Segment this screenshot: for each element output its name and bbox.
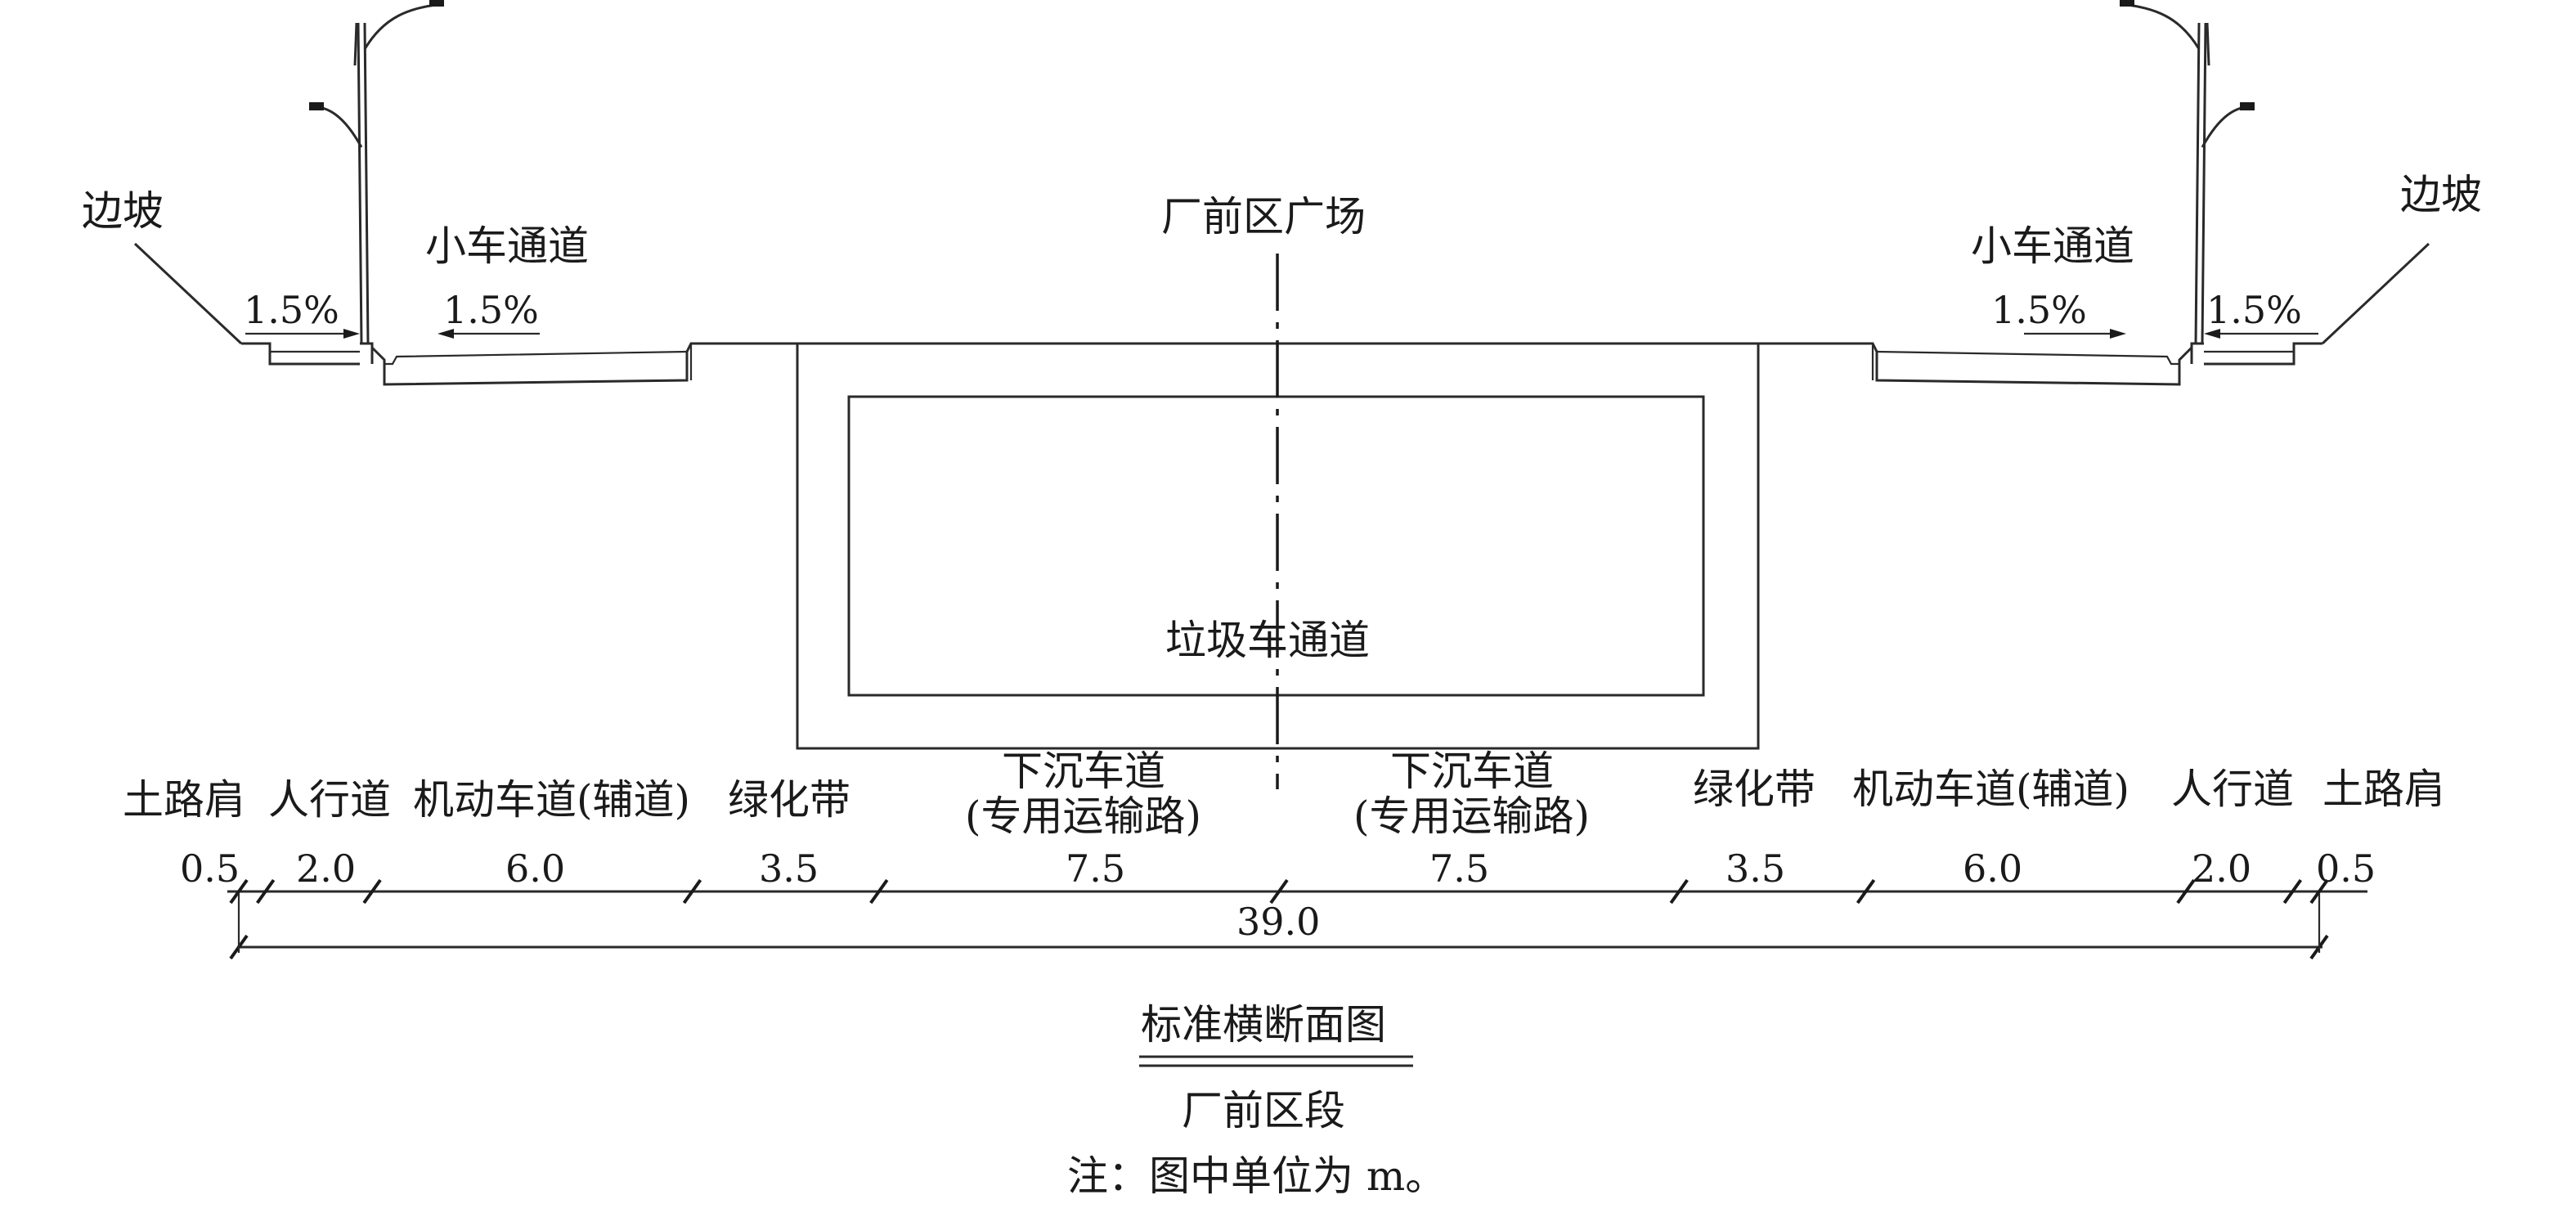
- section-name: 人行道: [2171, 766, 2294, 813]
- caption: 标准横断面图 厂前区段 注：图中单位为 m。: [1067, 1001, 1446, 1200]
- dim-width: 3.5: [1726, 846, 1785, 891]
- left-shoulder: [241, 342, 360, 366]
- dim-width: 3.5: [759, 846, 819, 891]
- right-sidewalk: [2190, 342, 2204, 364]
- dimension-tick: [2282, 878, 2303, 905]
- dimension-tick: [362, 878, 382, 905]
- total-dimension: 39.0: [229, 893, 2329, 960]
- grade-label-4: 1.5%: [2206, 288, 2302, 332]
- section-name: 绿化带: [1693, 766, 1815, 813]
- right-car-lane-outline: [1783, 342, 2193, 386]
- dimension-tick: [229, 878, 249, 905]
- tunnel-label: 垃圾车通道: [1165, 617, 1370, 664]
- section-names: 土路肩 人行道 机动车道(辅道) 绿化带 下沉车道 (专用运输路) 下沉车道 (…: [123, 748, 2445, 840]
- dimension-tick: [1669, 878, 1689, 905]
- dim-width: 7.5: [1066, 846, 1125, 891]
- dim-width: 0.5: [2316, 846, 2376, 891]
- dimension-tick: [2309, 878, 2329, 905]
- section-name: 人行道: [268, 776, 391, 824]
- right-shoulder: [2204, 342, 2322, 366]
- dimension-tick: [2176, 878, 2196, 905]
- dimension-tick: [682, 878, 702, 905]
- section-name: 下沉车道: [1390, 748, 1554, 795]
- left-slope-line: [133, 242, 243, 345]
- section-name: 土路肩: [123, 776, 245, 824]
- dim-width: 0.5: [180, 846, 240, 891]
- left-roadside: [133, 0, 793, 386]
- slope-label-left: 边坡: [82, 187, 164, 235]
- car-lane-label-left: 小车通道: [425, 222, 589, 270]
- dim-width: 2.0: [2192, 846, 2251, 891]
- grade-label-2: 1.5%: [443, 288, 539, 332]
- grade-label-1: 1.5%: [244, 288, 339, 332]
- right-roadside: [1783, 0, 2430, 386]
- center-structure: [793, 254, 1783, 789]
- right-lamp-post-icon: [2120, 0, 2255, 344]
- left-sidewalk: [360, 342, 374, 364]
- dim-width: 2.0: [296, 846, 356, 891]
- caption-title: 标准横断面图: [1141, 1001, 1386, 1049]
- grade-label-3: 1.5%: [1991, 288, 2087, 332]
- left-lamp-post-icon: [309, 0, 444, 344]
- section-name-sub: (专用运输路): [965, 793, 1201, 840]
- section-name: 土路肩: [2322, 766, 2445, 813]
- dimension-tick: [1269, 878, 1289, 905]
- section-name: 机动车道(辅道): [413, 776, 690, 824]
- slope-label-right: 边坡: [2400, 171, 2482, 218]
- section-name-sub: (专用运输路): [1353, 793, 1590, 840]
- dimension-tick: [1856, 878, 1876, 905]
- dimension-tick: [255, 878, 276, 905]
- dim-width: 6.0: [1963, 846, 2022, 891]
- caption-note: 注：图中单位为 m。: [1067, 1152, 1446, 1200]
- caption-subtitle: 厂前区段: [1182, 1087, 1345, 1134]
- right-slope-line: [2321, 242, 2430, 345]
- section-name: 下沉车道: [1002, 748, 1165, 795]
- dimension-tick: [869, 878, 889, 905]
- grade-arrows: [245, 329, 2318, 339]
- plaza-label: 厂前区广场: [1161, 193, 1366, 240]
- dim-width: 7.5: [1429, 846, 1489, 891]
- section-name: 机动车道(辅道): [1852, 766, 2129, 813]
- left-car-lane-outline: [370, 342, 793, 386]
- section-name: 绿化带: [728, 776, 850, 824]
- dim-width: 6.0: [505, 846, 565, 891]
- dimension-line: 0.5 2.0 6.0 3.5 7.5 7.5 3.5 6.0 2.0 0.5: [180, 846, 2376, 905]
- total-width-label: 39.0: [1236, 900, 1320, 944]
- car-lane-label-right: 小车通道: [1971, 222, 2134, 270]
